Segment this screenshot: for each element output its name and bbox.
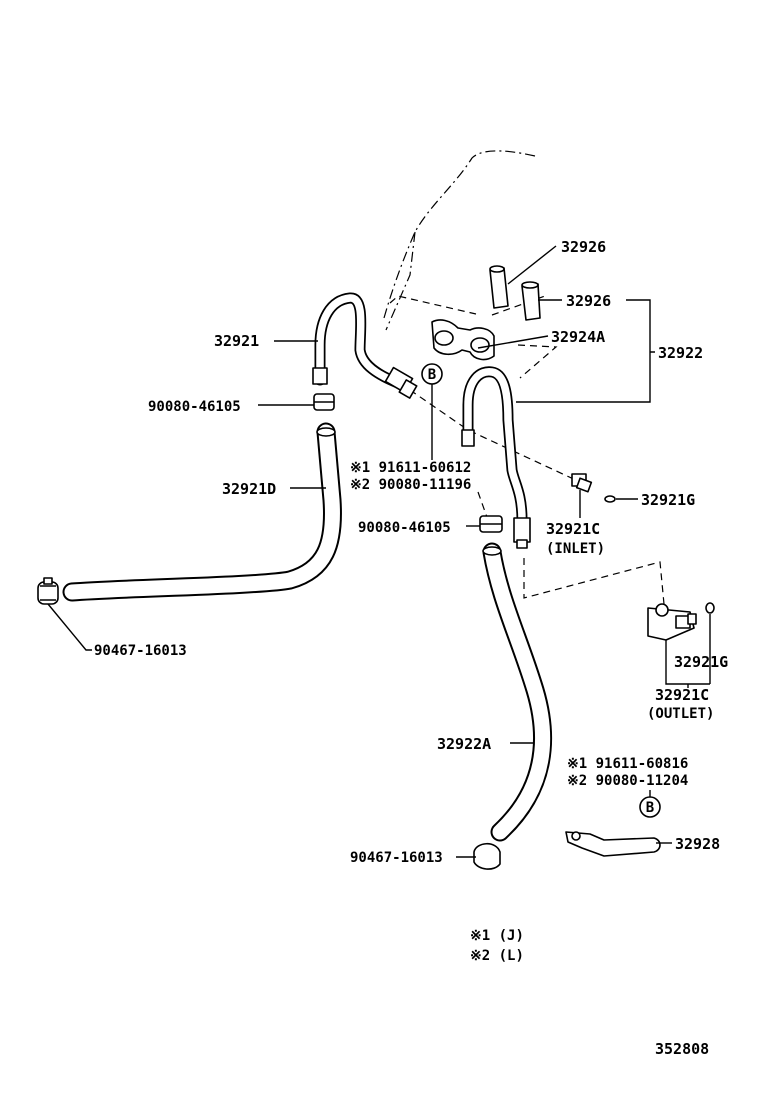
label-32922: 32922 (658, 344, 703, 362)
label-note-bolt-1: ※1 91611-60816 (567, 756, 688, 772)
hose-clamp-left (37, 577, 59, 605)
label-clamp-mid: 90080-46105 (358, 520, 451, 536)
label-32928: 32928 (675, 835, 720, 853)
leader-32926-top (507, 245, 557, 285)
leader-90467-left (47, 603, 92, 651)
alignment-line-bracket (389, 295, 477, 315)
label-inlet: (INLET) (546, 541, 605, 557)
label-32924A: 32924A (551, 328, 605, 346)
pipe-32921 (312, 292, 418, 399)
outlet-fitting-32921C (647, 603, 697, 641)
marker-b-lower: B (646, 800, 654, 816)
label-32926-mid: 32926 (566, 292, 611, 310)
legend-line-1: ※1 (J) (470, 928, 524, 944)
alignment-line-bracket-3 (517, 344, 558, 379)
grommet-32926-top (489, 265, 509, 309)
hose-32921D (62, 422, 342, 602)
hose-clamp-icon (313, 393, 335, 411)
label-note-b-2: ※2 90080-11196 (350, 477, 471, 493)
leader-32921-outlet (665, 614, 711, 685)
pipe-bracket-32924A (431, 319, 495, 361)
circled-b-icon: B (421, 363, 443, 385)
label-note-b-1: ※1 91611-60612 (350, 460, 471, 476)
alignment-line-outlet (523, 558, 665, 605)
hose-32922A (482, 542, 553, 842)
marker-b-upper: B (428, 367, 436, 383)
label-90467-bottom: 90467-16013 (350, 850, 443, 866)
label-32921C-inlet: 32921C (546, 520, 600, 538)
label-outlet: (OUTLET) (647, 706, 714, 722)
diagram-number: 352808 (655, 1040, 709, 1058)
label-32921G-upper: 32921G (641, 491, 695, 509)
union-bolt-inlet (571, 473, 593, 493)
leader-32924A (477, 335, 549, 349)
circled-b-lower: B (639, 796, 661, 818)
pipe-32922 (461, 366, 531, 549)
hose-clamp-mid (479, 515, 503, 533)
label-note-bolt-2: ※2 90080-11204 (567, 773, 688, 789)
grommet-32926-mid (521, 281, 541, 321)
leader-32922-bracket (516, 299, 655, 403)
union-fitting-icon (384, 366, 418, 399)
label-32921D: 32921D (222, 480, 276, 498)
alignment-line-bracket-2 (491, 295, 546, 316)
gasket-32921G-lower (705, 602, 715, 614)
gasket-32921G-upper (604, 495, 616, 503)
bracket-icon (565, 831, 661, 857)
label-32921: 32921 (214, 332, 259, 350)
label-clamp-upper: 90080-46105 (148, 399, 241, 415)
legend-line-2: ※2 (L) (470, 948, 524, 964)
transmission-outline-branch (385, 231, 416, 331)
label-32922A: 32922A (437, 735, 491, 753)
label-32921C-outlet: 32921C (655, 686, 709, 704)
hose-clamp-bottom (473, 842, 501, 870)
transmission-outline (383, 150, 536, 319)
label-32921G-lower: 32921G (674, 653, 728, 671)
label-90467-left: 90467-16013 (94, 643, 187, 659)
label-32926-top: 32926 (561, 238, 606, 256)
